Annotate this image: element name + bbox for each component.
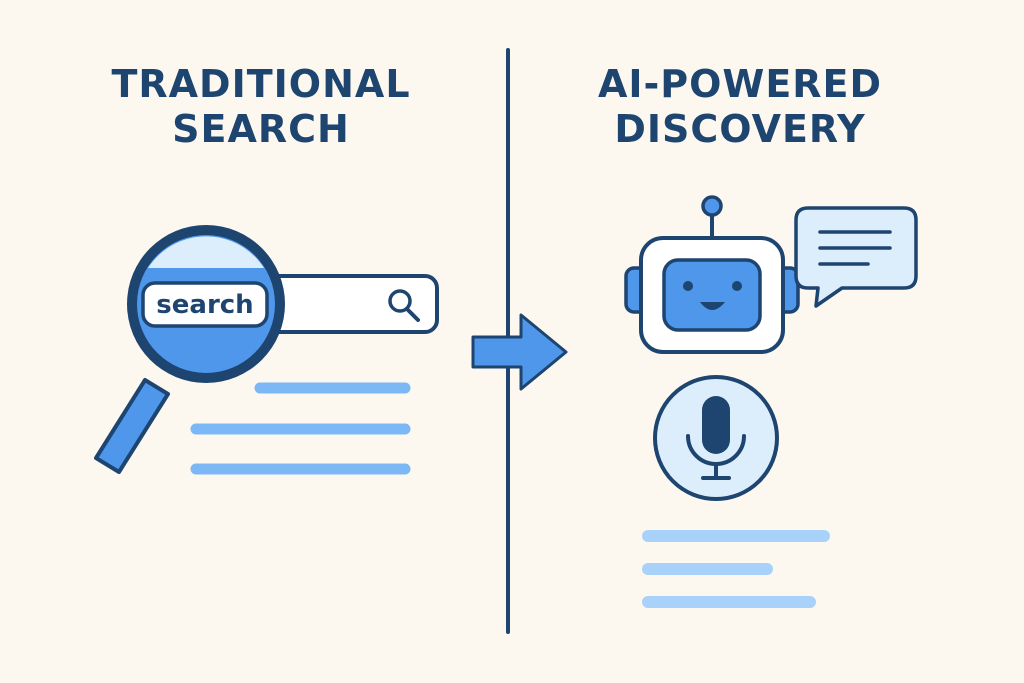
chat-bubble-icon <box>794 206 918 308</box>
microphone-icon <box>653 375 779 501</box>
traditional-search-title: TRADITIONAL SEARCH <box>81 62 441 152</box>
search-icon <box>388 289 420 322</box>
arrow-right-icon <box>471 313 568 391</box>
search-word: search <box>156 290 253 320</box>
magnifying-glass-icon: search <box>94 225 285 474</box>
title-line: TRADITIONAL <box>111 62 411 106</box>
title-line: AI-POWERED <box>597 62 883 106</box>
robot-icon <box>624 195 800 354</box>
search-results <box>190 382 411 475</box>
title-line: DISCOVERY <box>614 107 866 151</box>
ai-discovery-title: AI-POWERED DISCOVERY <box>560 62 920 152</box>
title-line: SEARCH <box>172 107 350 151</box>
discovery-results <box>642 530 830 608</box>
